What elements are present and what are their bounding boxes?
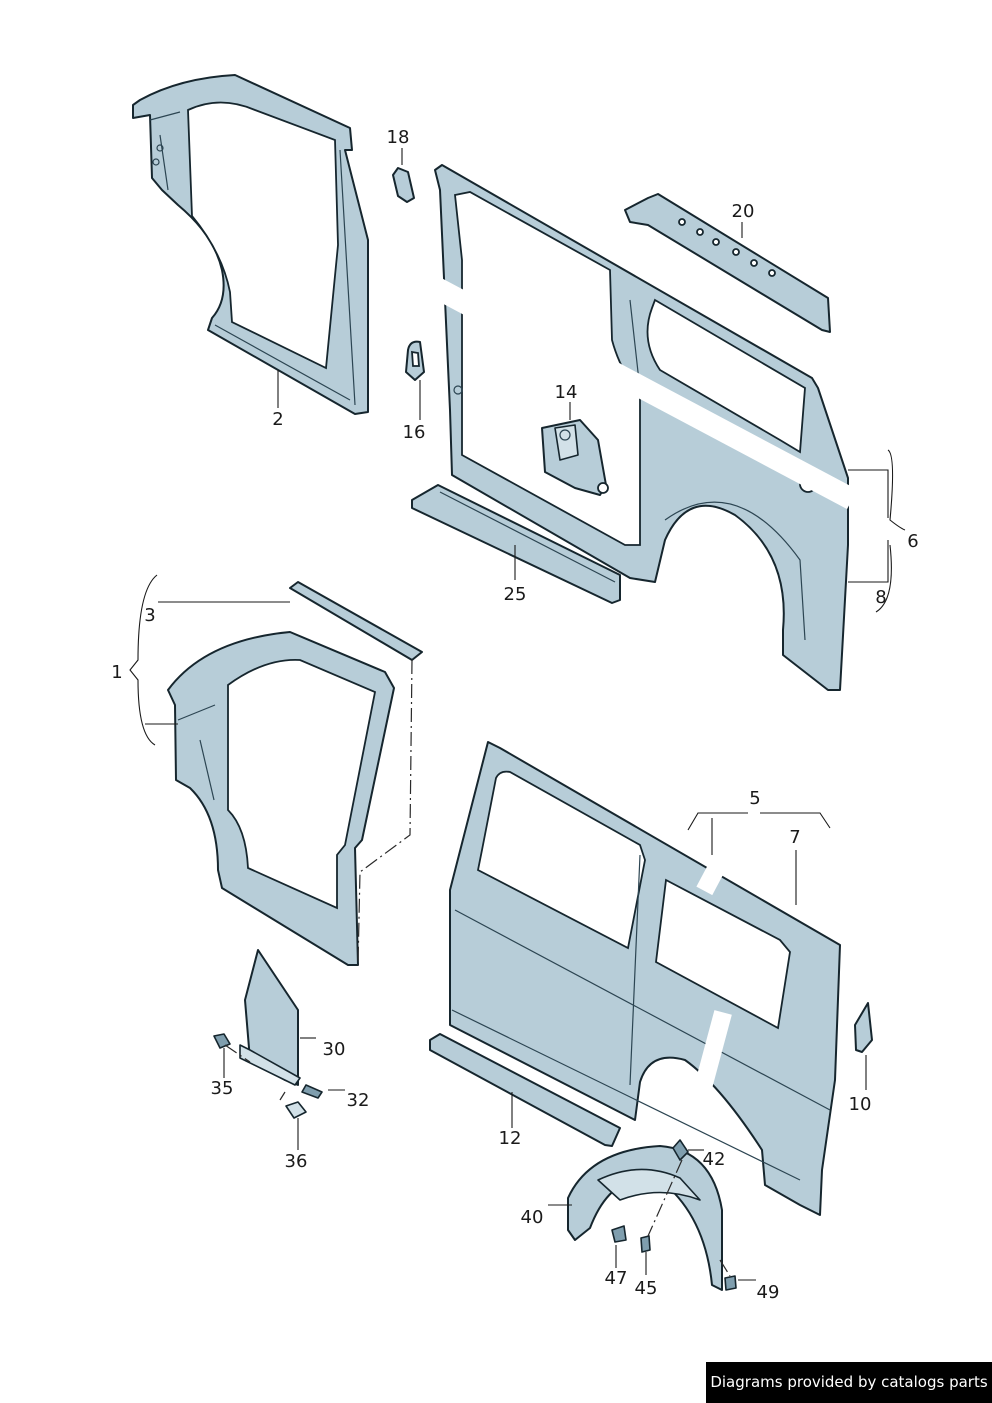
part-2-door-frame	[132, 74, 369, 415]
callout-6: 6	[907, 531, 918, 552]
callout-30: 30	[323, 1039, 346, 1060]
part-12-lower-sill	[429, 1033, 621, 1147]
part-5-outer-side-panel	[449, 741, 841, 1216]
part-3-roof-strip	[289, 581, 423, 661]
part-14-hinge-bracket	[541, 419, 609, 496]
callout-36: 36	[285, 1151, 308, 1172]
part-6-inner-side-panel	[428, 164, 858, 691]
part-20-roof-rail	[624, 193, 831, 333]
fasteners-35-32-36	[213, 1033, 323, 1119]
callout-5: 5	[749, 788, 760, 809]
leader-lines	[129, 148, 906, 1281]
callout-49: 49	[757, 1282, 780, 1303]
part-16-bracket	[405, 340, 425, 381]
part-25-sill	[411, 484, 621, 604]
callout-42: 42	[703, 1149, 726, 1170]
callout-32: 32	[347, 1090, 370, 1111]
callout-45: 45	[635, 1278, 658, 1299]
part-1-outer-door-frame	[167, 631, 413, 966]
callout-47: 47	[605, 1268, 628, 1289]
part-10-bracket	[854, 1002, 873, 1053]
callout-14: 14	[555, 382, 578, 403]
callout-16: 16	[403, 422, 426, 443]
part-40-wheel-arch-liner	[567, 1139, 737, 1291]
callout-25: 25	[504, 584, 527, 605]
callout-2: 2	[272, 409, 283, 430]
callout-3: 3	[144, 605, 155, 626]
callout-7: 7	[789, 827, 800, 848]
callout-20: 20	[732, 201, 755, 222]
part-18-bracket	[392, 167, 415, 203]
callout-labels: 2 18 16 20 14 25 6 8 3 1 5 7 10 12 30 32…	[111, 127, 918, 1303]
credit-banner: Diagrams provided by catalogs parts	[706, 1362, 992, 1403]
callout-40: 40	[521, 1207, 544, 1228]
callout-35: 35	[211, 1078, 234, 1099]
callout-12: 12	[499, 1128, 522, 1149]
callout-1: 1	[111, 662, 122, 683]
part-30-pillar-trim	[239, 949, 301, 1086]
callout-8: 8	[875, 587, 886, 608]
callout-18: 18	[387, 127, 410, 148]
callout-10: 10	[849, 1094, 872, 1115]
